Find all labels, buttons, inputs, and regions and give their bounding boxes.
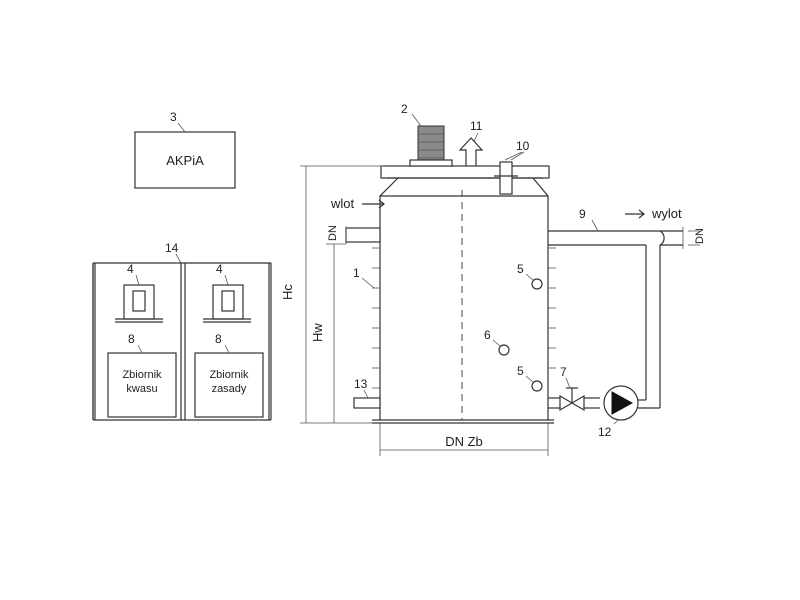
base-tank-label-2: zasady bbox=[212, 383, 247, 395]
callout-6: 6 bbox=[484, 328, 491, 342]
dosing-pump-base bbox=[203, 284, 251, 323]
inlet-label: wlot bbox=[330, 196, 355, 211]
akpia-label: AKPiA bbox=[166, 153, 204, 168]
callout-4-right: 4 bbox=[216, 262, 223, 276]
base-tank: Zbiornik zasady bbox=[194, 352, 264, 418]
outlet-pipe bbox=[548, 230, 683, 404]
acid-tank: Zbiornik kwasu bbox=[107, 352, 177, 418]
drain-outlet bbox=[353, 397, 381, 409]
base-tank-label-1: Zbiornik bbox=[209, 369, 249, 381]
outlet-label: wylot bbox=[651, 206, 682, 221]
dosing-pump-acid bbox=[115, 284, 163, 323]
callout-5-upper: 5 bbox=[517, 262, 524, 276]
circulation-pump bbox=[603, 385, 639, 421]
acid-tank-label-2: kwasu bbox=[126, 383, 157, 395]
inlet-dn-label: DN bbox=[327, 225, 339, 241]
callout-5-lower: 5 bbox=[517, 364, 524, 378]
lid-nozzle bbox=[494, 161, 518, 195]
callout-8-left: 8 bbox=[128, 332, 135, 346]
dimension-dn-zb bbox=[379, 423, 549, 456]
callout-3: 3 bbox=[170, 110, 177, 124]
sensor-port-middle bbox=[498, 344, 510, 356]
callout-2: 2 bbox=[401, 102, 408, 116]
vent-outlet bbox=[458, 137, 484, 166]
dimension-hw bbox=[326, 243, 346, 423]
sensor-port-upper bbox=[531, 278, 543, 290]
dimension-hc bbox=[300, 165, 384, 424]
acid-tank-label-1: Zbiornik bbox=[122, 369, 162, 381]
callout-14: 14 bbox=[165, 241, 179, 255]
chemical-cabinet bbox=[92, 262, 272, 421]
dimension-hw-label: Hw bbox=[310, 323, 325, 342]
mixer-motor bbox=[409, 125, 453, 167]
callout-9: 9 bbox=[579, 207, 586, 221]
reactor-tank bbox=[372, 165, 554, 424]
level-sensor-probes bbox=[372, 227, 556, 389]
dimension-dn-zb-label: DN Zb bbox=[445, 434, 483, 449]
callout-12: 12 bbox=[598, 425, 612, 439]
callout-10: 10 bbox=[516, 139, 530, 153]
recirculation-pipe bbox=[548, 397, 661, 409]
dimension-hc-label: Hc bbox=[280, 284, 295, 300]
callout-11: 11 bbox=[470, 119, 483, 133]
outlet-dn-label: DN bbox=[694, 228, 706, 244]
callout-8-right: 8 bbox=[215, 332, 222, 346]
callout-13: 13 bbox=[354, 377, 368, 391]
callout-4-left: 4 bbox=[127, 262, 134, 276]
valve bbox=[559, 387, 585, 412]
sensor-port-lower bbox=[531, 380, 543, 392]
akpia-control-box: AKPiA bbox=[134, 131, 236, 189]
inlet-pipe bbox=[345, 226, 381, 244]
callout-1: 1 bbox=[353, 266, 360, 280]
callout-7: 7 bbox=[560, 365, 567, 379]
